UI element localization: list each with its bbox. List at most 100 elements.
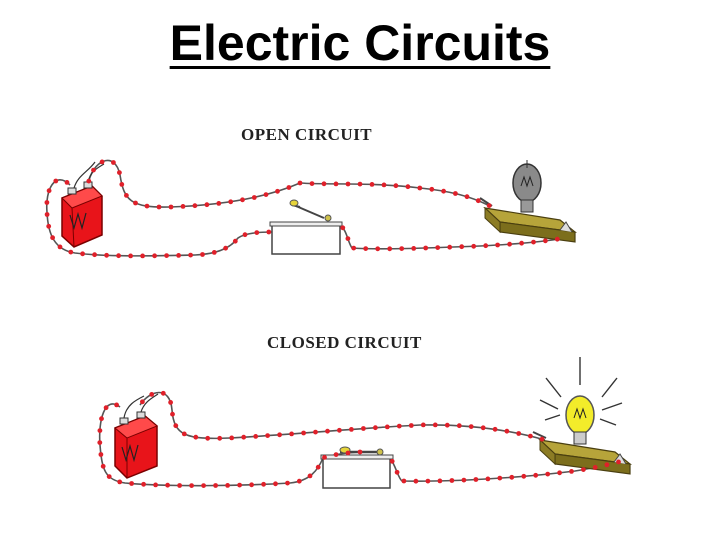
charge-dot [189,483,195,488]
charge-dot [423,245,429,251]
charge-dot [103,405,109,411]
charge-dot [140,253,146,259]
charge-dot [168,204,174,210]
charge-dot [286,185,292,190]
closed-switch-icon [320,446,394,489]
closed-circuit-wire-top [139,391,546,441]
charge-dot [124,193,129,198]
charge-dot [581,467,586,472]
charge-dot [504,428,510,434]
charge-dot [408,423,414,428]
charge-dot [592,465,598,470]
charge-dot [141,481,147,487]
charge-dot [361,426,366,431]
charge-dot [533,472,539,478]
charge-dot [223,245,229,251]
charge-dot [229,435,235,441]
charge-dots [44,159,621,488]
charge-dot [176,253,182,258]
charge-dot [449,478,455,483]
charge-dot [381,182,387,188]
charge-dot [340,225,346,231]
charge-dot [86,178,92,184]
charge-dot [232,238,238,244]
charge-dot [249,482,255,488]
charge-dot [473,477,479,482]
charge-dot [149,392,155,397]
charge-dot [399,246,405,252]
charge-dot [240,197,245,203]
charge-dot [516,431,522,436]
charge-dot [509,474,515,480]
charge-dot [228,199,234,205]
charge-dot [99,416,104,422]
charge-dot [285,480,290,486]
charge-dot [315,464,321,470]
charge-dot [117,170,122,176]
charge-dot [237,482,243,488]
charge-dot [495,242,500,248]
charge-dot [492,426,498,432]
charge-dot [531,239,536,245]
charge-dot [46,188,52,194]
charge-dot [375,246,381,252]
charge-dot [177,483,183,488]
charge-dot [337,427,342,433]
charge-dot [333,181,339,187]
charge-dot [387,246,393,252]
charge-dot [528,433,533,439]
charge-dot [144,203,150,209]
charge-dot [485,476,491,482]
charge-dot [461,477,467,483]
charge-dot [405,184,411,190]
closed-circuit-label: CLOSED CIRCUIT [267,333,422,352]
charge-dot [156,204,162,210]
charge-dot [173,423,179,429]
charge-dot [251,195,257,200]
charge-dot [543,238,548,244]
charge-dot [46,223,52,229]
charge-dot [241,434,247,440]
charge-dot [432,422,438,428]
charge-dot [254,230,260,236]
charge-dot [111,160,116,165]
charge-dot [345,450,351,456]
open-circuit [45,159,578,257]
charge-dot [261,481,266,487]
charge-dot [394,469,400,475]
charge-dot [373,425,378,431]
open-circuit-wire-top [87,159,491,208]
charge-dot [322,455,327,460]
charge-dot [181,431,187,437]
charge-dot [369,182,375,187]
charge-dot [201,483,207,488]
charge-dot [98,452,104,457]
charge-dot [106,474,112,479]
charge-dot [435,245,441,251]
charge-dot [80,251,85,257]
charge-dot [168,400,174,405]
charge-dot [164,253,170,258]
charge-dot [68,249,74,255]
charge-dot [140,399,145,405]
charge-dot [447,244,453,250]
charge-dot [507,241,512,247]
open-switch-icon [269,199,343,255]
charge-dot [114,402,119,408]
charge-dot [192,203,198,209]
charge-dot [217,435,223,441]
closed-battery-icon [114,393,159,479]
charge-dot [351,245,357,251]
charge-dot [616,459,621,465]
charge-dot [296,478,302,484]
open-light-bulb-icon [479,160,578,243]
charge-dot [417,185,423,191]
charge-dot [160,390,166,396]
charge-dot [539,436,545,442]
charge-dot [301,430,306,436]
charge-dot [99,159,105,165]
charge-dot [444,422,450,428]
charge-dot [321,181,327,187]
charge-dot [216,201,222,206]
charge-dot [569,469,574,474]
